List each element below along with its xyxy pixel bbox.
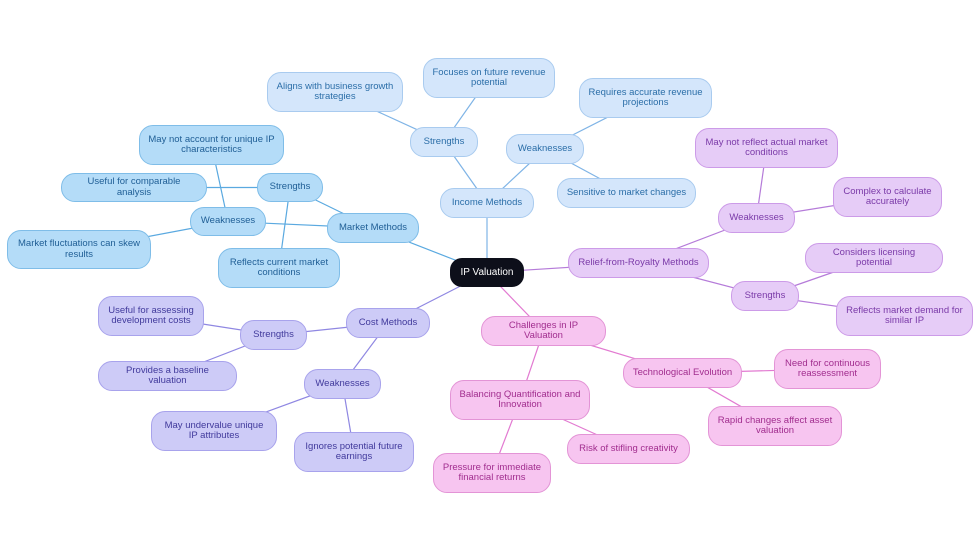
income-weakness-item[interactable]: Sensitive to market changes xyxy=(557,178,696,208)
market-strengths-node[interactable]: Strengths xyxy=(257,173,323,202)
cost-strength-item[interactable]: Useful for assessing development costs xyxy=(98,296,204,336)
income-strengths-node[interactable]: Strengths xyxy=(410,127,478,157)
market-weakness-item[interactable]: Market fluctuations can skew results xyxy=(7,230,151,269)
royalty-weakness-item[interactable]: May not reflect actual market conditions xyxy=(695,128,838,168)
royalty-strength-item[interactable]: Reflects market demand for similar IP xyxy=(836,296,973,336)
market-weakness-item[interactable]: May not account for unique IP characteri… xyxy=(139,125,284,165)
market-methods-node[interactable]: Market Methods xyxy=(327,213,419,243)
cost-weakness-item[interactable]: May undervalue unique IP attributes xyxy=(151,411,277,451)
royalty-strength-item[interactable]: Considers licensing potential xyxy=(805,243,943,273)
balancing-item[interactable]: Pressure for immediate financial returns xyxy=(433,453,551,493)
technological-item[interactable]: Need for continuous reassessment xyxy=(774,349,881,389)
balancing-node[interactable]: Balancing Quantification and Innovation xyxy=(450,380,590,420)
cost-weakness-item[interactable]: Ignores potential future earnings xyxy=(294,432,414,472)
royalty-methods-node[interactable]: Relief-from-Royalty Methods xyxy=(568,248,709,278)
cost-strength-item[interactable]: Provides a baseline valuation xyxy=(98,361,237,391)
cost-weaknesses-node[interactable]: Weaknesses xyxy=(304,369,381,399)
technological-item[interactable]: Rapid changes affect asset valuation xyxy=(708,406,842,446)
cost-strengths-node[interactable]: Strengths xyxy=(240,320,307,350)
income-weakness-item[interactable]: Requires accurate revenue projections xyxy=(579,78,712,118)
income-strength-item[interactable]: Aligns with business growth strategies xyxy=(267,72,403,112)
technological-evolution-node[interactable]: Technological Evolution xyxy=(623,358,742,388)
cost-methods-node[interactable]: Cost Methods xyxy=(346,308,430,338)
market-weaknesses-node[interactable]: Weaknesses xyxy=(190,207,266,236)
balancing-item[interactable]: Risk of stifling creativity xyxy=(567,434,690,464)
market-strength-item[interactable]: Reflects current market conditions xyxy=(218,248,340,288)
market-strength-item[interactable]: Useful for comparable analysis xyxy=(61,173,207,202)
challenges-node[interactable]: Challenges in IP Valuation xyxy=(481,316,606,346)
royalty-weaknesses-node[interactable]: Weaknesses xyxy=(718,203,795,233)
income-strength-item[interactable]: Focuses on future revenue potential xyxy=(423,58,555,98)
income-methods-node[interactable]: Income Methods xyxy=(440,188,534,218)
income-weaknesses-node[interactable]: Weaknesses xyxy=(506,134,584,164)
root-node[interactable]: IP Valuation xyxy=(450,258,524,287)
royalty-strengths-node[interactable]: Strengths xyxy=(731,281,799,311)
royalty-weakness-item[interactable]: Complex to calculate accurately xyxy=(833,177,942,217)
